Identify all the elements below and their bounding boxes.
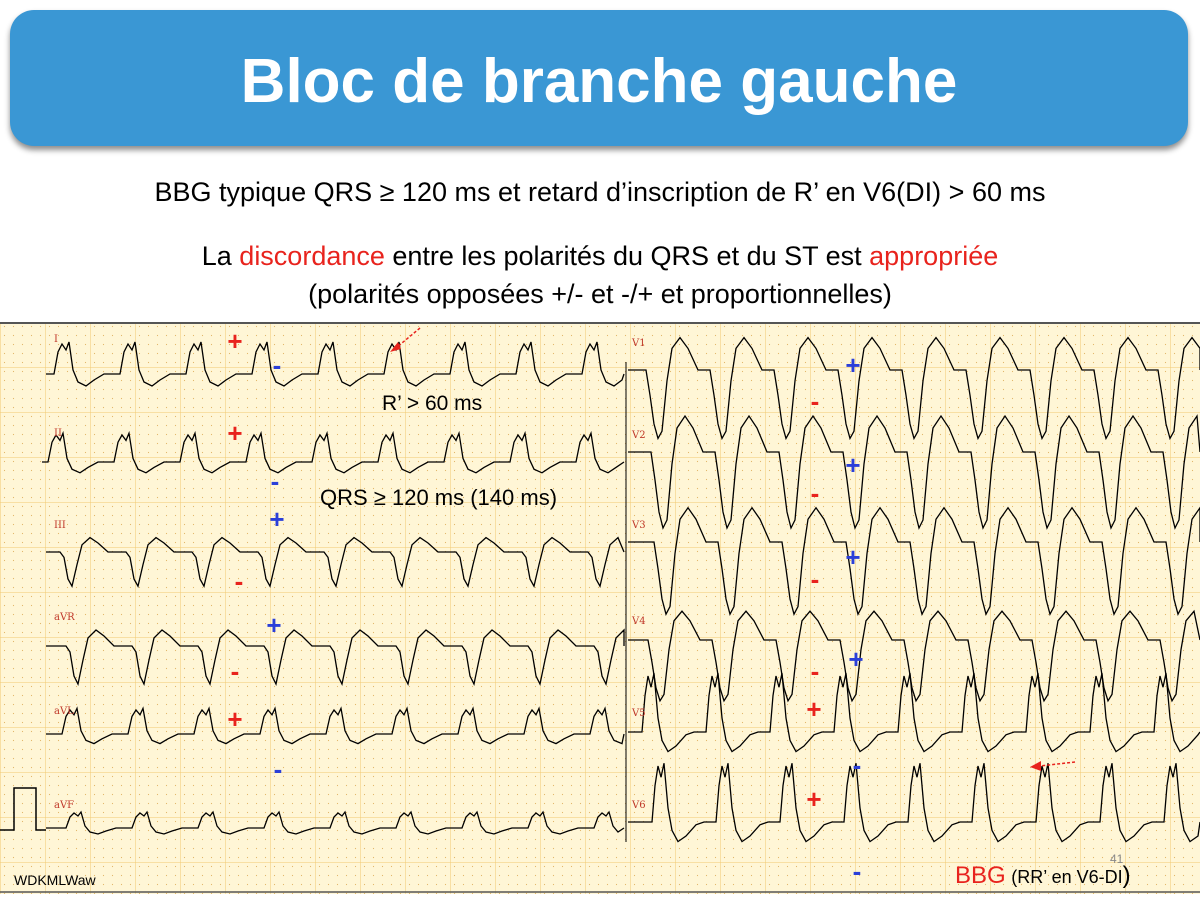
st-sign-aVR: +: [266, 610, 281, 640]
r-prime-arrow: [390, 327, 421, 352]
appropriee-word: appropriée: [869, 241, 999, 271]
subtitle-part2: entre les polarités du QRS et du ST est: [384, 241, 870, 271]
v6-arrow: [1030, 761, 1076, 771]
subtitle-polarities: (polarités opposées +/- et -/+ et propor…: [308, 279, 892, 309]
footer-watermark: WDKMLWaw: [14, 872, 96, 888]
st-sign-V3: +: [845, 542, 860, 572]
ecg-traces: [42, 336, 1200, 843]
ecg-grid: [0, 322, 1200, 894]
discordance-word: discordance: [239, 241, 385, 271]
st-sign-V4: +: [848, 644, 863, 674]
bbg-note: BBG (RR’ en V6-DI): [955, 862, 1131, 890]
trace-aVR: [46, 628, 625, 686]
qrs-sign-II: +: [227, 418, 242, 448]
qrs-duration-label: QRS ≥ 120 ms (140 ms): [320, 485, 558, 510]
trace-V5: [628, 673, 1200, 753]
trace-V1: [628, 336, 1200, 441]
lead-label-V4: V4: [631, 616, 646, 627]
subtitle-criteria: BBG typique QRS ≥ 120 ms et retard d’ins…: [154, 177, 1046, 207]
bbg-red-label: BBG: [955, 862, 1006, 889]
st-sign-II: -: [271, 466, 280, 496]
st-sign-V2: +: [845, 450, 860, 480]
slide-title: Bloc de branche gauche: [240, 47, 958, 116]
lead-label-V2: V2: [631, 430, 646, 441]
qrs-sign-V2: -: [811, 478, 820, 508]
r-prime-label: R’ > 60 ms: [382, 392, 483, 415]
qrs-sign-V4: -: [811, 656, 820, 686]
st-sign-V5: -: [853, 750, 862, 780]
trace-III: [46, 536, 625, 588]
qrs-sign-V6: +: [806, 784, 821, 814]
bbg-note-text: (RR’ en V6-DI: [1011, 867, 1123, 887]
trace-aVL: [46, 706, 625, 745]
lead-label-V1: V1: [631, 338, 646, 349]
page-number: 41: [1110, 852, 1124, 866]
trace-II: [42, 430, 625, 474]
bbg-close: ): [1122, 862, 1131, 889]
trace-V6: [628, 763, 1200, 843]
qrs-sign-V3: -: [811, 564, 820, 594]
lead-label-aVR: aVR: [54, 612, 75, 623]
polarity-signs: +-+--+-++--+-+-+-++-+-: [227, 326, 863, 886]
lead-label-V6: V6: [631, 800, 646, 811]
trace-V2: [628, 414, 1200, 530]
qrs-sign-aVL: +: [227, 704, 242, 734]
st-sign-aVL: -: [274, 754, 283, 784]
trace-V3: [628, 506, 1200, 616]
st-sign-V6: -: [853, 856, 862, 886]
qrs-sign-V5: +: [806, 694, 821, 724]
qrs-sign-III: -: [235, 566, 244, 596]
qrs-sign-I: +: [227, 326, 242, 356]
qrs-sign-V1: -: [811, 386, 820, 416]
st-sign-I: -: [273, 350, 282, 380]
st-sign-III: +: [269, 504, 284, 534]
lead-label-V3: V3: [631, 520, 646, 531]
lead-label-III: III: [54, 520, 66, 531]
lead-label-I: I: [54, 334, 58, 345]
subtitle-part1: La: [201, 241, 240, 271]
lead-label-aVL: aVL: [54, 706, 74, 717]
qrs-sign-aVR: -: [231, 656, 240, 686]
st-sign-V1: +: [845, 350, 860, 380]
calibration-pulse: [0, 787, 46, 831]
lead-label-II: II: [54, 428, 62, 439]
trace-V4: [628, 609, 1200, 703]
subtitle-discordance: La discordance entre les polarités du QR…: [0, 240, 1200, 272]
trace-I: [46, 341, 625, 387]
title-banner: Bloc de branche gauche: [10, 10, 1188, 146]
trace-aVF: [46, 810, 625, 835]
lead-label-V5: V5: [631, 708, 646, 719]
lead-label-aVF: aVF: [54, 800, 74, 811]
